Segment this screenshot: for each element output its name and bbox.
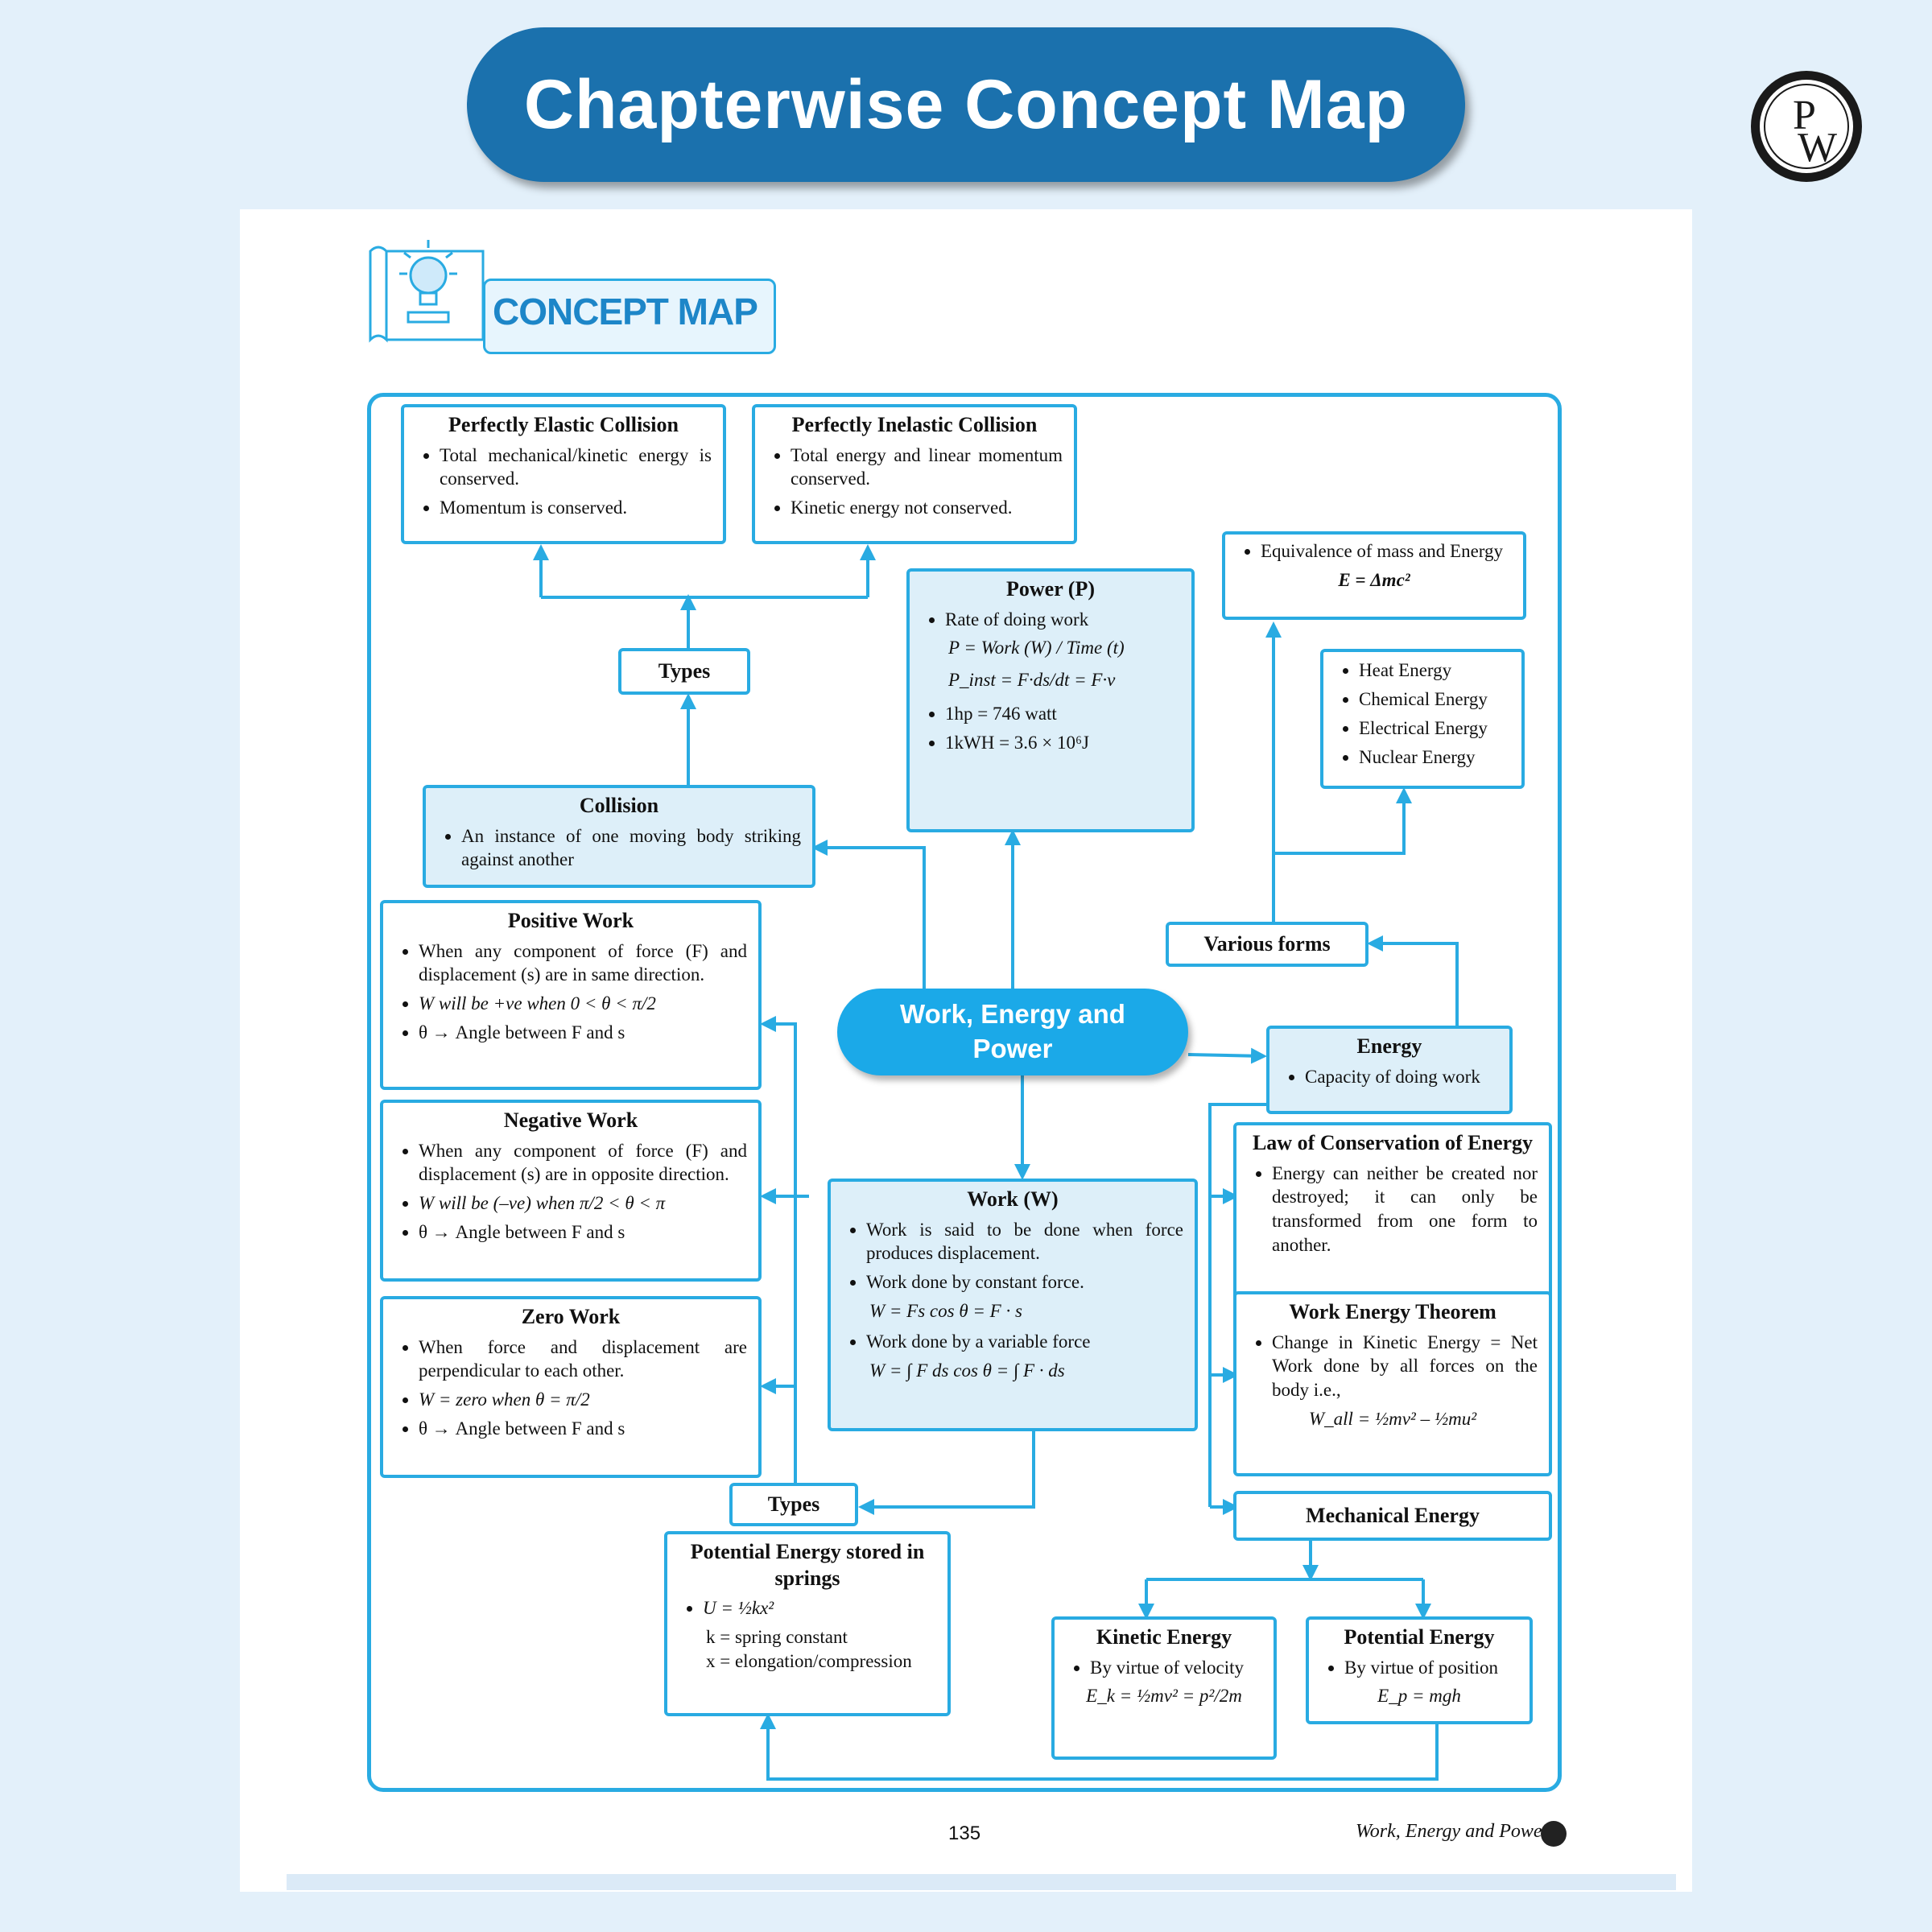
- spring-energy-box: Potential Energy stored in springs U = ½…: [664, 1531, 951, 1716]
- zero-work-point-3: θ → Angle between F and s: [419, 1417, 747, 1441]
- power-point-1: Rate of doing work: [945, 608, 1180, 632]
- work-energy-theorem-point-1: Change in Kinetic Energy = Net Work done…: [1272, 1331, 1538, 1403]
- mass-energy-point: Equivalence of mass and Energy: [1261, 539, 1512, 564]
- energy-form-nuclear: Nuclear Energy: [1359, 745, 1510, 770]
- work-box: Work (W) Work is said to be done when fo…: [828, 1179, 1198, 1431]
- positive-work-point-2: W will be +ve when 0 < θ < π/2: [419, 992, 747, 1016]
- work-energy-theorem-box: Work Energy Theorem Change in Kinetic En…: [1233, 1291, 1552, 1476]
- positive-work-point-1: When any component of force (F) and disp…: [419, 939, 747, 988]
- energy-title: Energy: [1356, 1034, 1422, 1058]
- concept-map-badge: [483, 279, 776, 354]
- conservation-title: Law of Conservation of Energy: [1252, 1131, 1534, 1154]
- zero-work-point-2: W = zero when θ = π/2: [419, 1388, 747, 1412]
- central-topic-line-2: Power: [972, 1034, 1053, 1063]
- work-types-label: Types: [729, 1483, 858, 1526]
- concept-map-badge-label: CONCEPT MAP: [493, 291, 758, 332]
- potential-energy-title: Potential Energy: [1344, 1625, 1495, 1649]
- power-point-2: 1hp = 746 watt: [945, 702, 1180, 726]
- power-formula-2: P_inst = F·ds/dt = F·v: [948, 670, 1116, 691]
- positive-work-title: Positive Work: [507, 909, 634, 932]
- footer-strip: [287, 1874, 1676, 1890]
- spring-constant-note: k = spring constant: [706, 1626, 848, 1647]
- energy-point-1: Capacity of doing work: [1305, 1065, 1498, 1089]
- potential-energy-point-1: By virtue of position: [1344, 1656, 1518, 1680]
- work-formula-2: W = ∫ F ds cos θ = ∫ F · ds: [869, 1360, 1065, 1381]
- central-topic-line-1: Work, Energy and: [900, 999, 1125, 1030]
- work-point-1: Work is said to be done when force produ…: [866, 1218, 1183, 1266]
- collision-box: Collision An instance of one moving body…: [423, 785, 815, 888]
- zero-work-point-1: When force and displacement are perpendi…: [419, 1335, 747, 1384]
- spring-elongation-note: x = elongation/compression: [706, 1650, 912, 1671]
- negative-work-box: Negative Work When any component of forc…: [380, 1100, 762, 1282]
- mechanical-energy-label: Mechanical Energy: [1233, 1491, 1552, 1541]
- zero-work-title: Zero Work: [521, 1305, 621, 1328]
- inelastic-collision-point-1: Total energy and linear momentum conserv…: [791, 444, 1063, 492]
- negative-work-title: Negative Work: [503, 1108, 638, 1132]
- negative-work-point-3: θ → Angle between F and s: [419, 1220, 747, 1245]
- pw-logo-icon: P W: [1760, 80, 1853, 173]
- mass-energy-formula: E = Δmc²: [1338, 569, 1410, 590]
- spring-energy-title: Potential Energy stored in springs: [690, 1540, 925, 1590]
- inelastic-collision-title: Perfectly Inelastic Collision: [791, 413, 1038, 436]
- elastic-collision-box: Perfectly Elastic Collision Total mechan…: [401, 404, 726, 544]
- negative-work-point-2: W will be (–ve) when π/2 < θ < π: [419, 1191, 747, 1216]
- energy-box: Energy Capacity of doing work: [1266, 1026, 1513, 1114]
- kinetic-energy-formula: E_k = ½mv² = p²/2m: [1086, 1686, 1242, 1707]
- svg-text:P: P: [1793, 93, 1816, 138]
- elastic-collision-point-1: Total mechanical/kinetic energy is conse…: [440, 444, 712, 492]
- potential-energy-box: Potential Energy By virtue of position E…: [1306, 1616, 1533, 1724]
- kinetic-energy-title: Kinetic Energy: [1096, 1625, 1232, 1649]
- kinetic-energy-box: Kinetic Energy By virtue of velocity E_k…: [1051, 1616, 1277, 1760]
- collision-title: Collision: [579, 794, 659, 817]
- power-formula-1: P = Work (W) / Time (t): [948, 638, 1125, 658]
- collision-point-1: An instance of one moving body striking …: [461, 824, 801, 873]
- power-box: Power (P) Rate of doing work P = Work (W…: [906, 568, 1195, 832]
- work-point-3: Work done by a variable force: [866, 1330, 1183, 1354]
- work-energy-theorem-title: Work Energy Theorem: [1289, 1300, 1496, 1323]
- elastic-collision-point-2: Momentum is conserved.: [440, 496, 712, 520]
- power-title: Power (P): [1006, 577, 1095, 601]
- energy-form-electrical: Electrical Energy: [1359, 716, 1510, 741]
- positive-work-box: Positive Work When any component of forc…: [380, 900, 762, 1090]
- zero-work-box: Zero Work When force and displacement ar…: [380, 1296, 762, 1478]
- banner-title: Chapterwise Concept Map: [523, 65, 1409, 143]
- kinetic-energy-point-1: By virtue of velocity: [1090, 1656, 1262, 1680]
- energy-form-heat: Heat Energy: [1359, 658, 1510, 683]
- conservation-point-1: Energy can neither be created nor destro…: [1272, 1162, 1538, 1258]
- inelastic-collision-box: Perfectly Inelastic Collision Total ener…: [752, 404, 1077, 544]
- energy-forms-box: Heat Energy Chemical Energy Electrical E…: [1320, 649, 1525, 789]
- spring-energy-formula: U = ½kx²: [703, 1596, 936, 1620]
- energy-form-chemical: Chemical Energy: [1359, 687, 1510, 712]
- work-energy-theorem-formula: W_all = ½mv² – ½mu²: [1308, 1409, 1477, 1430]
- conservation-box: Law of Conservation of Energy Energy can…: [1233, 1122, 1552, 1322]
- various-forms-label: Various forms: [1166, 922, 1368, 967]
- concept-map-frame: [367, 393, 1562, 1792]
- footer-chapter-title: Work, Energy and Power: [1356, 1821, 1550, 1842]
- collision-types-label: Types: [618, 648, 750, 695]
- work-point-2: Work done by constant force.: [866, 1270, 1183, 1294]
- negative-work-point-1: When any component of force (F) and disp…: [419, 1139, 747, 1187]
- work-formula-1: W = Fs cos θ = F · s: [869, 1301, 1022, 1322]
- title-banner: Chapterwise Concept Map: [467, 27, 1465, 182]
- power-point-3: 1kWH = 3.6 × 10⁶J: [945, 731, 1180, 755]
- mass-energy-box: Equivalence of mass and Energy E = Δmc²: [1222, 531, 1526, 620]
- central-topic-node: Work, Energy and Power: [837, 989, 1188, 1075]
- elastic-collision-title: Perfectly Elastic Collision: [448, 413, 679, 436]
- work-title: Work (W): [967, 1187, 1059, 1211]
- footer-logo-icon: [1541, 1821, 1567, 1847]
- svg-text:W: W: [1798, 125, 1837, 171]
- potential-energy-formula: E_p = mgh: [1377, 1686, 1461, 1707]
- inelastic-collision-point-2: Kinetic energy not conserved.: [791, 496, 1063, 520]
- pw-logo: P W: [1751, 71, 1862, 182]
- page-number: 135: [948, 1823, 981, 1844]
- positive-work-point-3: θ → Angle between F and s: [419, 1021, 747, 1045]
